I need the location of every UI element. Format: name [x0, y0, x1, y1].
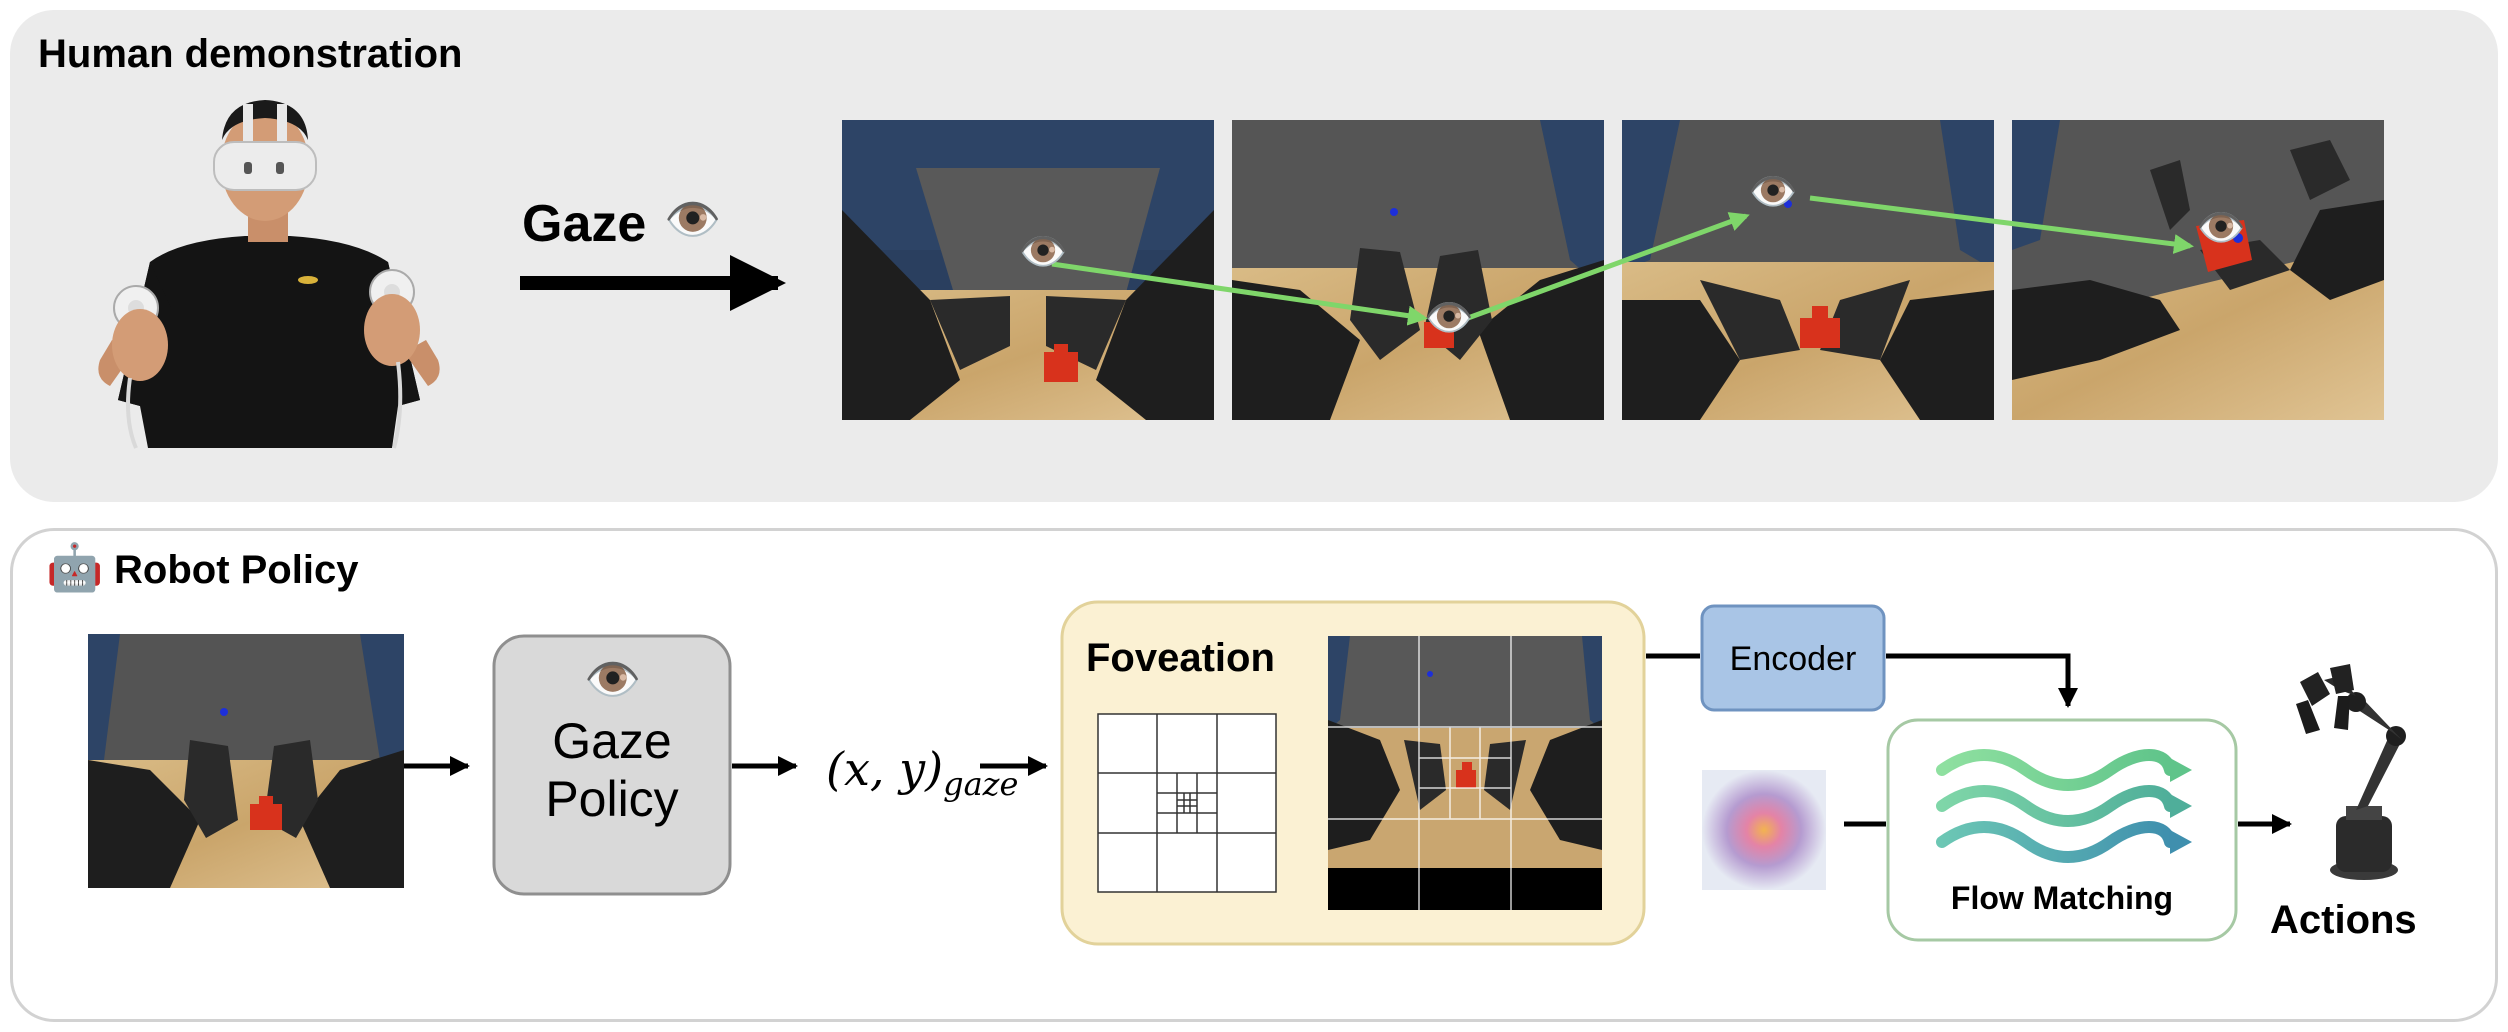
- flow-matching-box: [1886, 718, 2238, 942]
- robot-input-image: [88, 634, 404, 888]
- foveation-grid-diagram: [1097, 713, 1277, 893]
- foveated-image: [1328, 636, 1602, 910]
- demo-frame-2: [1232, 120, 1604, 420]
- eye-icon: 👁️: [584, 653, 642, 705]
- robot-arm-icon: [2296, 664, 2406, 880]
- arrow-right-icon: [730, 255, 786, 311]
- eye-icon: 👁️: [2196, 206, 2246, 250]
- human-demonstrator: [98, 100, 440, 449]
- gaze-trajectory: [1051, 195, 2194, 326]
- human-demonstration-title: Human demonstration: [38, 32, 463, 76]
- gaze-policy-label-line2: Policy: [545, 771, 679, 827]
- flow-matching-label: Flow Matching: [1950, 880, 2174, 916]
- eye-icon: 👁️: [1424, 296, 1474, 340]
- eye-icon: 👁️: [1018, 230, 1068, 274]
- encoder-box: [1700, 604, 1886, 712]
- heatmap-icon: [1702, 770, 1826, 890]
- arrow-down-icon: [1886, 653, 2078, 708]
- actions-label: Actions: [2270, 898, 2417, 942]
- encoder-label: Encoder: [1729, 640, 1857, 678]
- wave-icon: [1936, 749, 2192, 863]
- gaze-policy-box: [492, 634, 732, 896]
- gaze-coordinates: (x, y)gaze: [826, 742, 1018, 803]
- gaze-coordinates-subscript: gaze: [943, 765, 1019, 804]
- eye-icon: 👁️: [1748, 170, 1798, 214]
- robot-policy-title: Robot Policy: [114, 548, 359, 592]
- gaze-coordinates-main: (x, y): [826, 742, 944, 796]
- demo-frame-1: [842, 120, 1214, 420]
- eye-icon: 👁️: [664, 193, 722, 245]
- demo-frame-4: [2012, 120, 2384, 420]
- gaze-label: Gaze: [522, 195, 647, 253]
- robot-icon: 🤖: [46, 541, 104, 593]
- demo-frame-3: [1622, 120, 1994, 420]
- gaze-policy-label-line1: Gaze: [552, 713, 672, 769]
- foveation-label: Foveation: [1086, 636, 1275, 680]
